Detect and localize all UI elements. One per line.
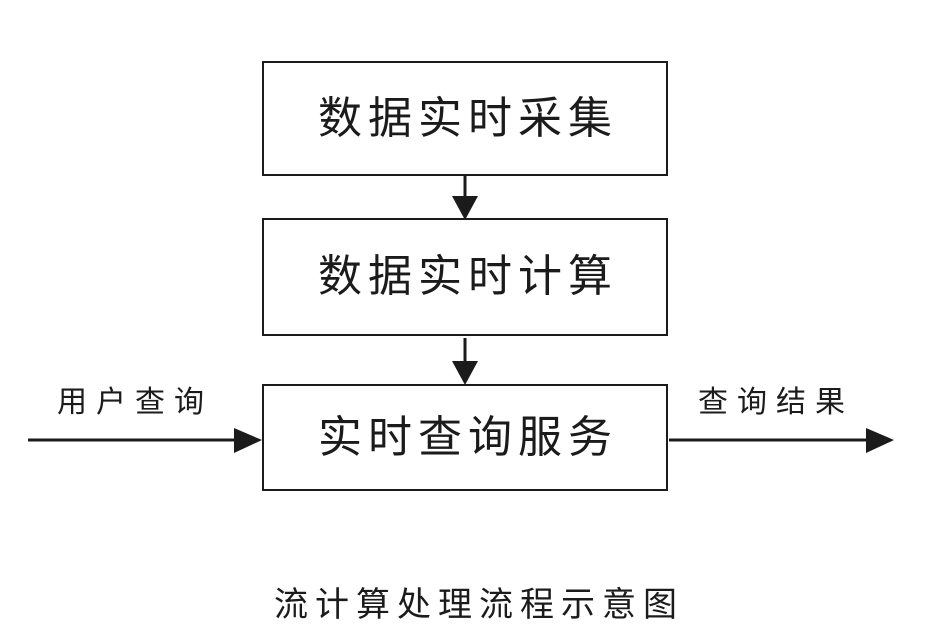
box-data-collection: 数据实时采集 bbox=[262, 61, 668, 176]
box-data-collection-label: 数据实时采集 bbox=[318, 93, 618, 143]
box-query-service-label: 实时查询服务 bbox=[318, 412, 618, 462]
box-data-computation-label: 数据实时计算 bbox=[318, 252, 618, 301]
box-query-service: 实时查询服务 bbox=[262, 384, 668, 491]
user-query-label: 用户查询 bbox=[57, 386, 213, 419]
arrow-down-computation-to-query-icon bbox=[452, 338, 478, 385]
query-result-label: 查询结果 bbox=[698, 386, 854, 419]
arrow-right-query-result-icon bbox=[669, 428, 894, 453]
arrow-right-user-query-icon bbox=[28, 428, 262, 453]
box-data-computation: 数据实时计算 bbox=[262, 218, 668, 336]
arrow-down-collection-to-computation-icon bbox=[452, 176, 478, 220]
diagram-caption: 流计算处理流程示意图 bbox=[274, 587, 684, 624]
